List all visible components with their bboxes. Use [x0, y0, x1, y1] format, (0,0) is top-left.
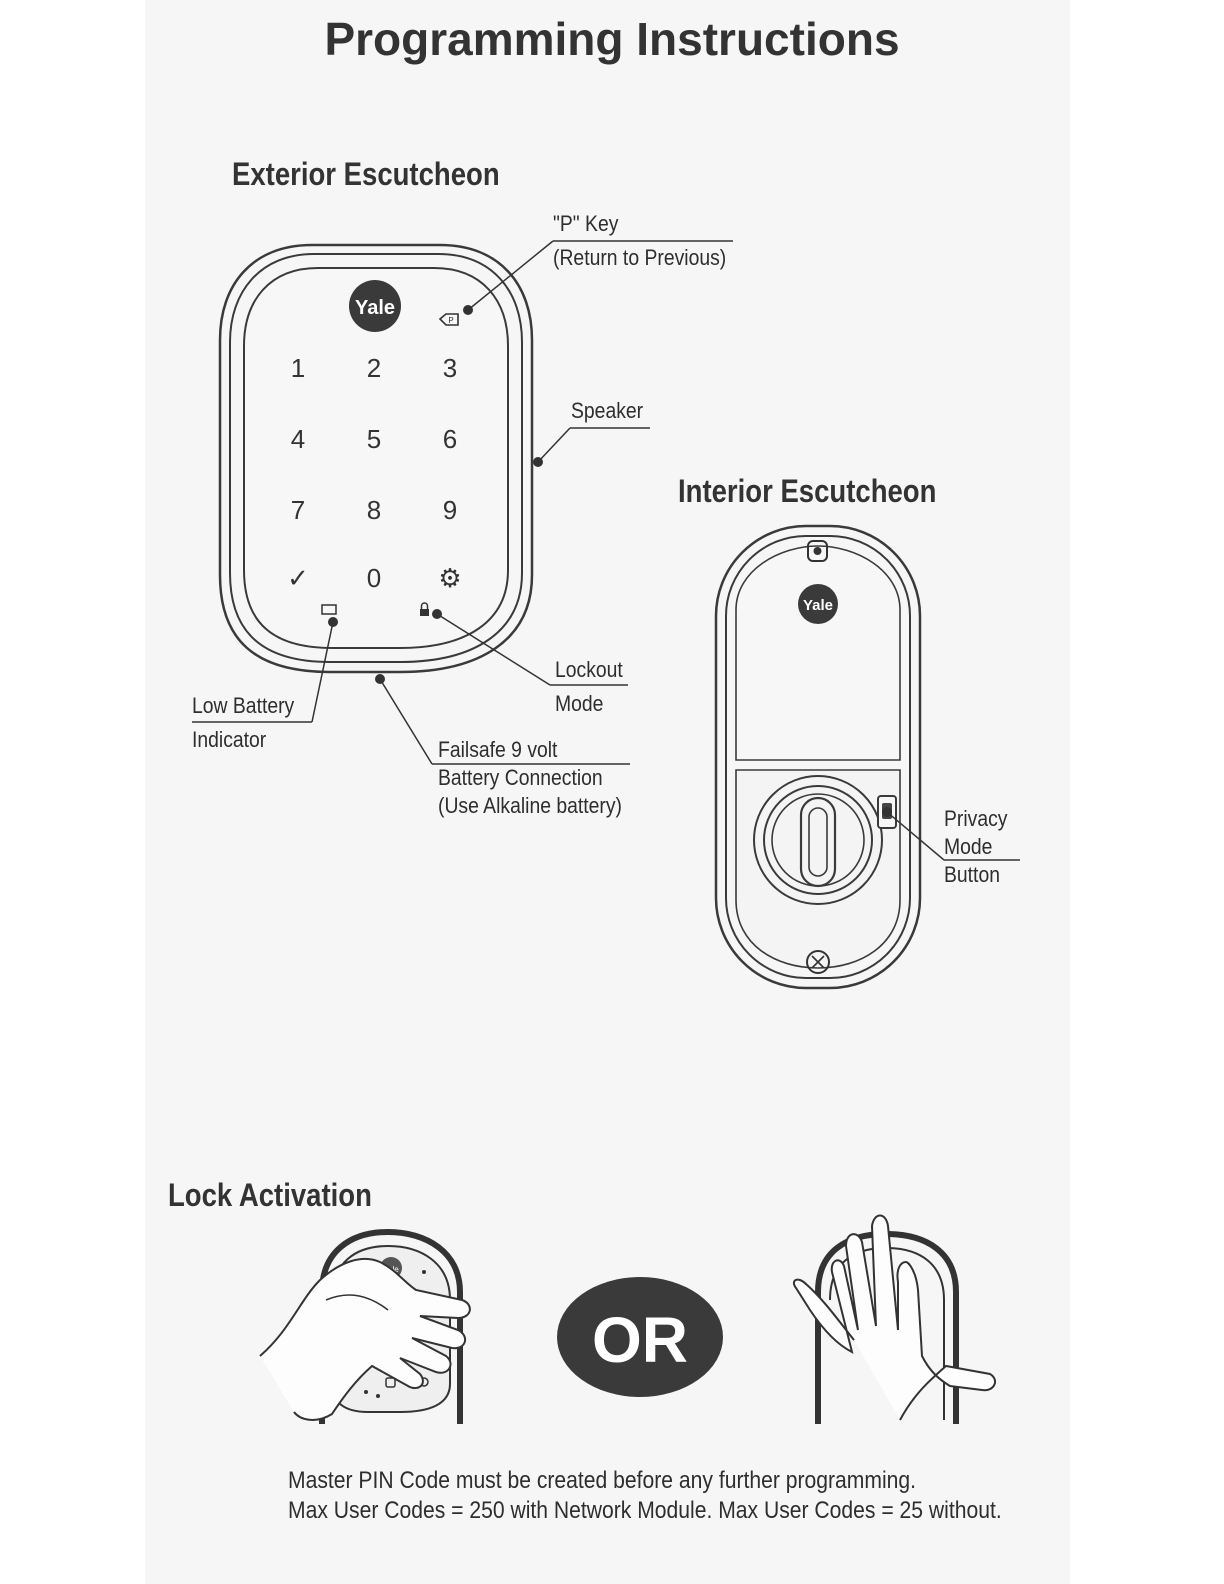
low-battery-callout-line2: Indicator: [192, 727, 267, 752]
key-2: 2: [367, 353, 381, 383]
interior-yale-logo-text: Yale: [803, 597, 833, 614]
lockout-lock-icon: [420, 602, 429, 616]
lockout-callout-line1: Lockout: [555, 657, 623, 682]
key-1: 1: [291, 353, 305, 383]
p-key-callout-line2: (Return to Previous): [553, 245, 727, 270]
or-badge: [557, 1277, 723, 1397]
max-user-codes-note: Max User Codes = 250 with Network Module…: [288, 1497, 1002, 1524]
interior-heading: Interior Escutcheon: [678, 473, 937, 509]
svg-text:P: P: [448, 316, 453, 325]
lock-activation-heading: Lock Activation: [168, 1177, 372, 1213]
p-key-icon: P: [438, 313, 459, 326]
failsafe-callout-line2: Battery Connection: [438, 765, 603, 790]
exterior-outer-bezel: [218, 243, 534, 674]
low-battery-callout-line1: Low Battery: [192, 693, 295, 718]
page-title: Programming Instructions: [324, 13, 900, 65]
privacy-callout-line1: Privacy: [944, 806, 1008, 831]
key-5: 5: [367, 424, 381, 454]
thumbturn-knob: [753, 775, 883, 905]
exterior-inner-panel: [243, 267, 509, 649]
yale-logo-badge: [349, 280, 401, 332]
key-gear: ⚙: [438, 563, 461, 593]
bottom-screw-icon: [806, 950, 830, 974]
speaker-callout: Speaker: [571, 398, 644, 423]
exterior-heading: Exterior Escutcheon: [232, 156, 500, 192]
interior-upper-panel: [735, 545, 901, 761]
key-check: ✓: [287, 563, 309, 593]
top-screw-icon: [807, 540, 828, 562]
failsafe-callout-line3: (Use Alkaline battery): [438, 793, 623, 818]
p-key-callout-line1: "P" Key: [553, 211, 619, 236]
interior-yale-logo-badge: [798, 584, 838, 624]
low-battery-icon: [321, 604, 337, 615]
exterior-middle-bezel: [229, 253, 523, 663]
or-label: OR: [592, 1304, 688, 1376]
privacy-callout-line3: Button: [944, 862, 1000, 887]
palm-over-keypad-illustration: Yale 1: [259, 1228, 471, 1424]
key-4: 4: [291, 424, 305, 454]
interior-outer-bezel: [714, 524, 922, 990]
hand-on-lock-illustration: [792, 1214, 997, 1424]
key-3: 3: [443, 353, 457, 383]
key-9: 9: [443, 495, 457, 525]
privacy-callout-line2: Mode: [944, 834, 993, 859]
key-8: 8: [367, 495, 381, 525]
master-pin-note: Master PIN Code must be created before a…: [288, 1467, 917, 1494]
key-6: 6: [443, 424, 457, 454]
yale-logo-text: Yale: [355, 297, 395, 319]
failsafe-callout-line1: Failsafe 9 volt: [438, 737, 558, 762]
lockout-callout-line2: Mode: [555, 691, 604, 716]
key-0: 0: [367, 563, 381, 593]
interior-inner-bezel: [725, 535, 911, 979]
key-7: 7: [291, 495, 305, 525]
